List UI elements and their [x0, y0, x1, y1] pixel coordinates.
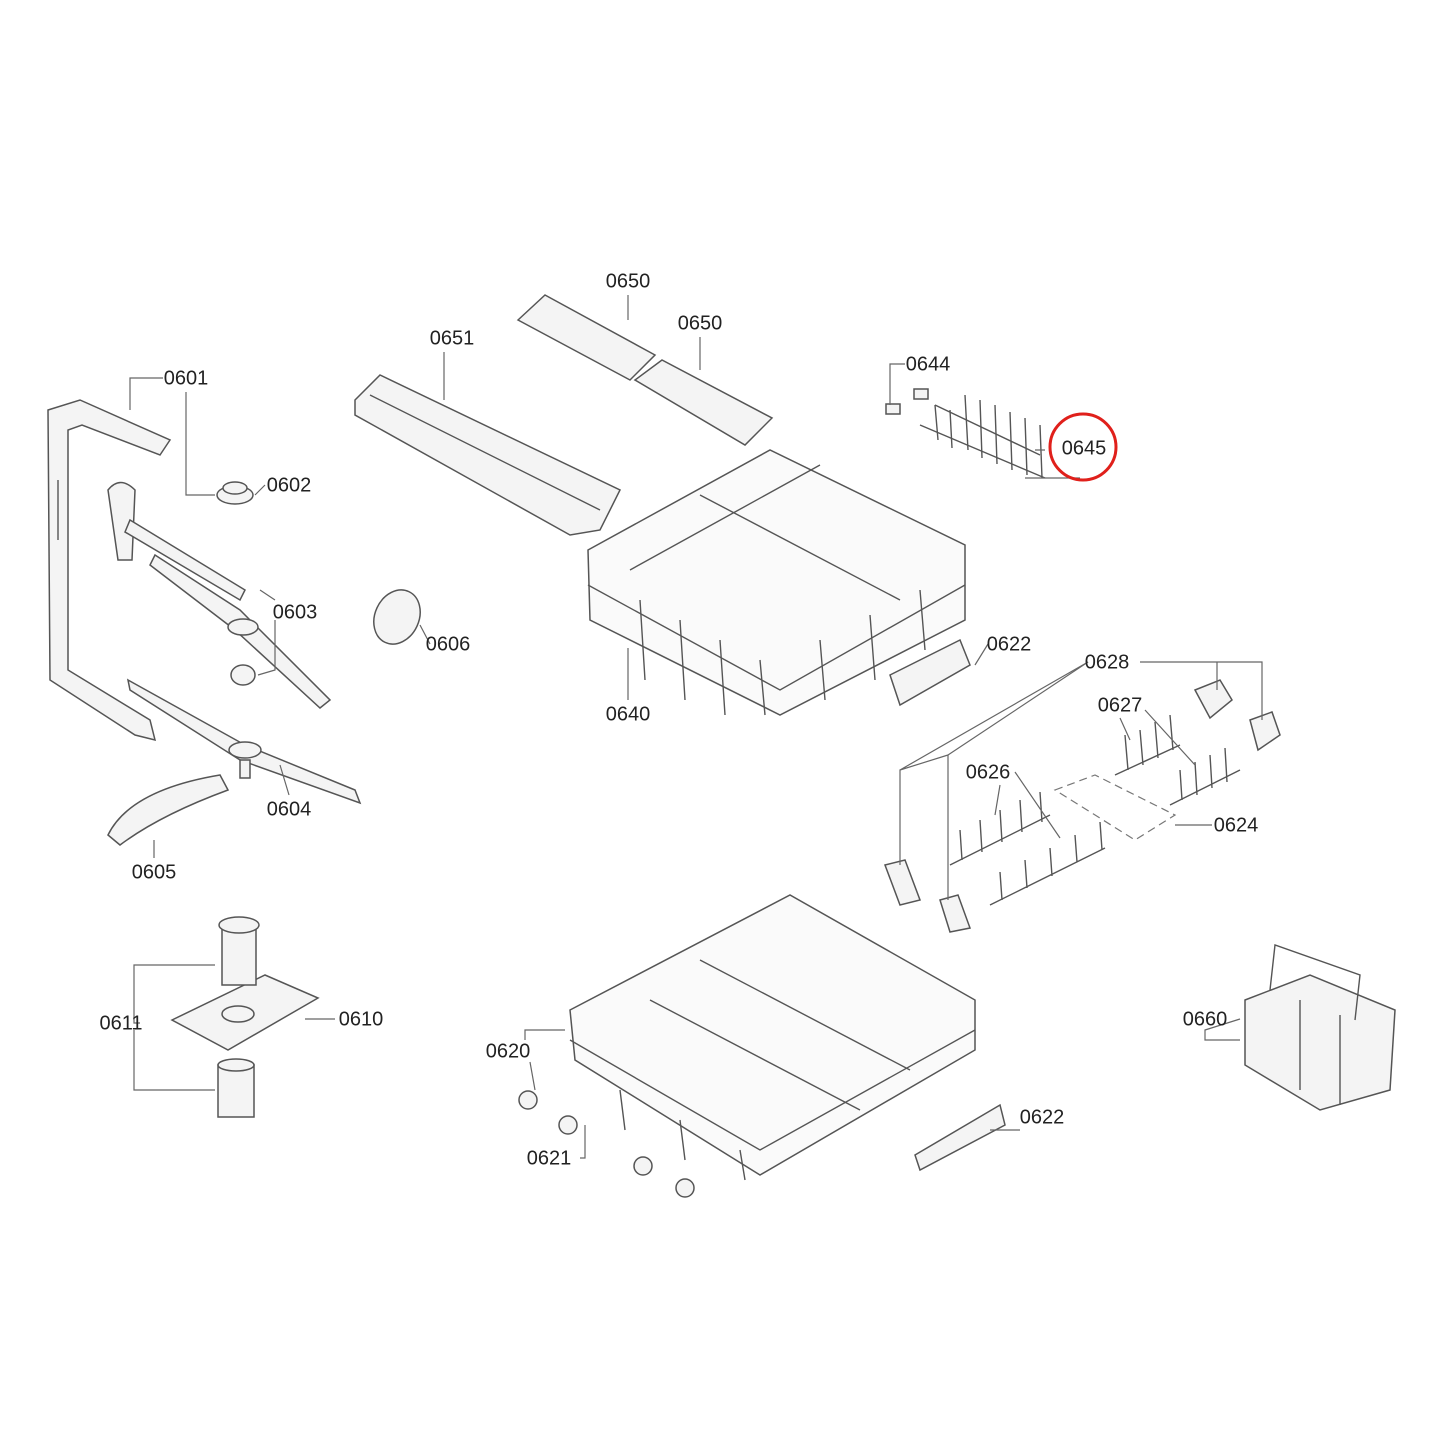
cover-part[interactable] — [107, 774, 230, 846]
part-label-0627[interactable]: 0627 — [1098, 694, 1143, 716]
part-label-0621[interactable]: 0621 — [527, 1147, 572, 1169]
cutlery-basket-part[interactable] — [1244, 944, 1396, 1111]
leader-lines — [129, 295, 1263, 1159]
part-label-0602[interactable]: 0602 — [267, 474, 312, 496]
part-label-0644[interactable]: 0644 — [906, 353, 951, 375]
part-label-0624[interactable]: 0624 — [1214, 814, 1259, 836]
tine-row-part[interactable] — [919, 394, 1046, 479]
lower-basket-part[interactable] — [569, 894, 976, 1181]
part-label-0622[interactable]: 0622 — [987, 633, 1032, 655]
highlight-circle — [1048, 412, 1118, 482]
part-label-0601[interactable]: 0601 — [164, 367, 209, 389]
part-label-0603[interactable]: 0603 — [273, 601, 318, 623]
part-label-0622[interactable]: 0622 — [1020, 1106, 1065, 1128]
part-label-0605[interactable]: 0605 — [132, 861, 177, 883]
part-label-0650[interactable]: 0650 — [606, 270, 651, 292]
upper-spray-arm-part[interactable] — [107, 481, 332, 709]
part-label-0604[interactable]: 0604 — [267, 798, 312, 820]
part-label-0611[interactable]: 0611 — [99, 1012, 142, 1034]
part-label-0626[interactable]: 0626 — [966, 761, 1011, 783]
part-label-0628[interactable]: 0628 — [1085, 651, 1130, 673]
clip-part[interactable] — [885, 388, 929, 415]
upper-basket-part[interactable] — [587, 449, 966, 716]
tray-insert-part[interactable] — [516, 294, 774, 446]
filter-assembly-part[interactable] — [170, 916, 320, 1118]
lower-spray-arm-part[interactable] — [126, 678, 362, 805]
part-label-0650[interactable]: 0650 — [678, 312, 723, 334]
part-label-0651[interactable]: 0651 — [430, 327, 475, 349]
nozzle-part[interactable] — [216, 481, 254, 505]
part-label-0660[interactable]: 0660 — [1183, 1008, 1228, 1030]
supply-pipe-part[interactable] — [47, 399, 172, 742]
handle-part[interactable] — [889, 638, 971, 707]
part-label-0610[interactable]: 0610 — [339, 1008, 384, 1030]
disc-part[interactable] — [365, 582, 429, 651]
roller-part[interactable] — [518, 1090, 695, 1198]
rack-accessories-part[interactable] — [884, 679, 1281, 933]
cutlery-tray-part[interactable] — [354, 374, 622, 536]
handle-part-lower[interactable] — [914, 1103, 1006, 1172]
part-label-0606[interactable]: 0606 — [426, 633, 471, 655]
part-label-0645[interactable]: 0645 — [1062, 437, 1107, 459]
part-label-0620[interactable]: 0620 — [486, 1040, 531, 1062]
part-label-0640[interactable]: 0640 — [606, 703, 651, 725]
